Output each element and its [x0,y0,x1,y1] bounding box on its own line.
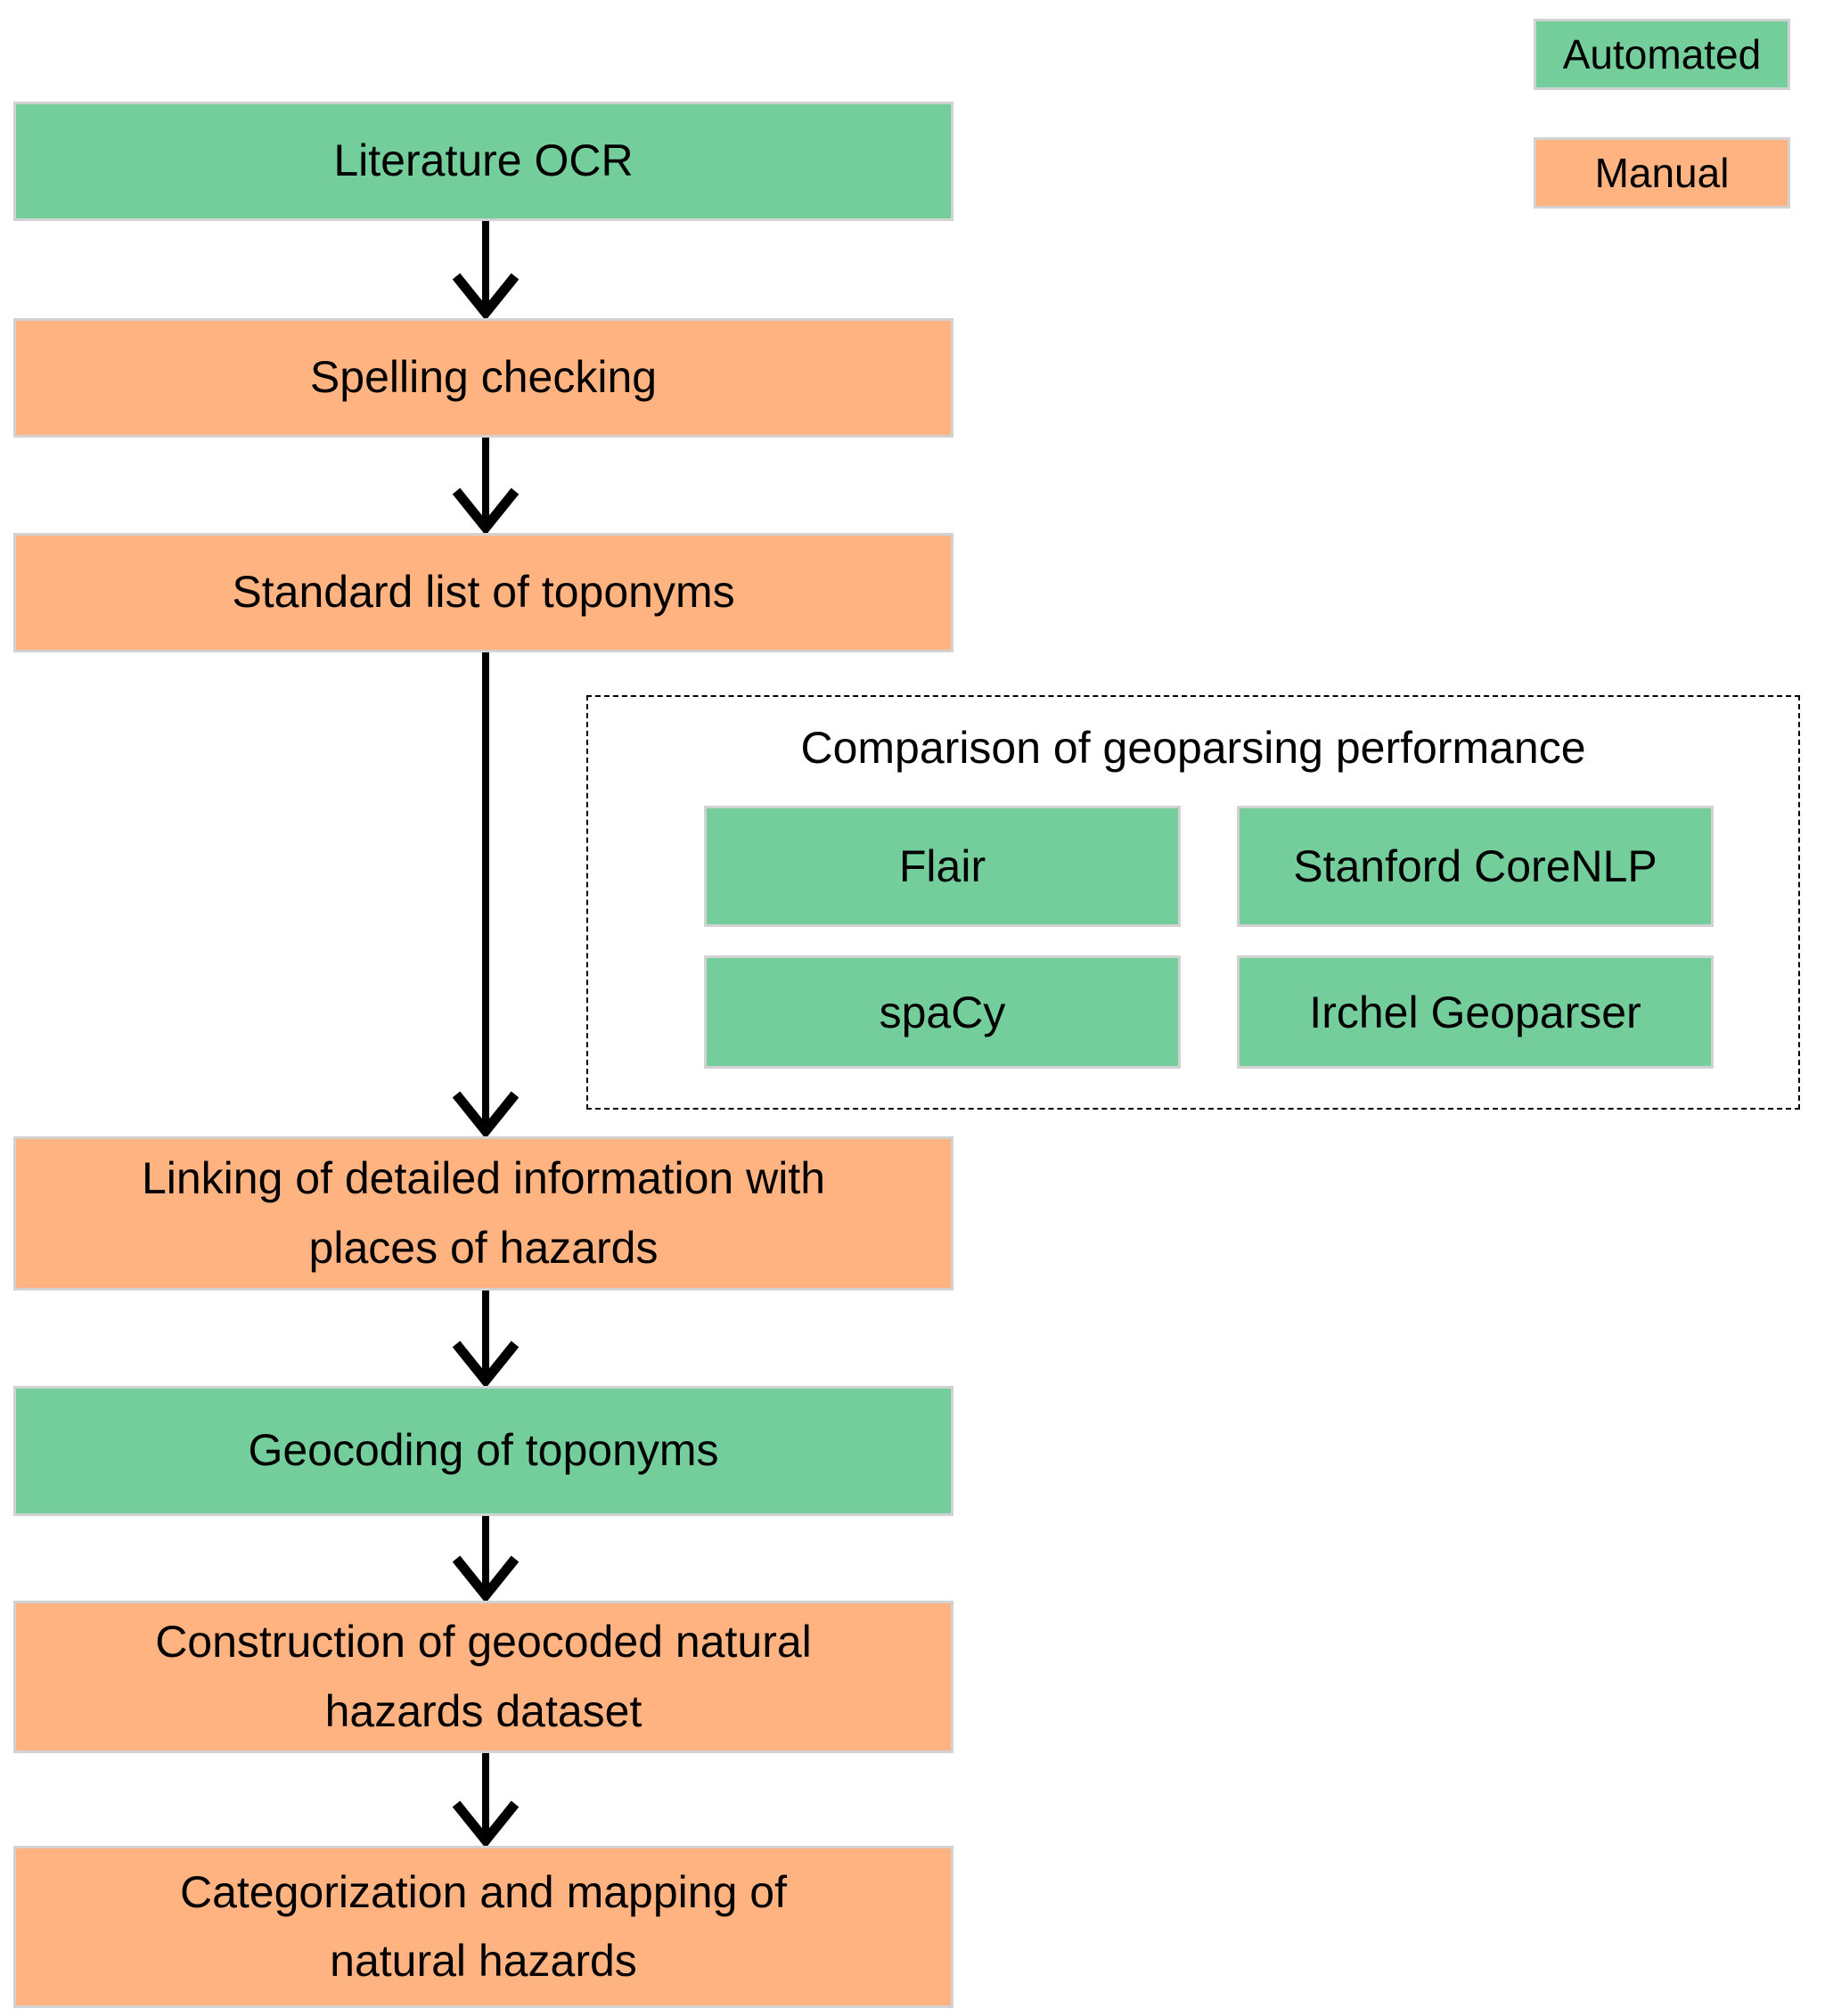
comparison-panel: Comparison of geoparsing performance Fla… [586,695,1800,1110]
down-arrow-icon [452,1291,520,1386]
flow-box-construction-dataset: Construction of geocoded natural hazards… [13,1601,953,1753]
flow-box-literature-ocr: Literature OCR [13,102,953,221]
tool-box-irchel-geoparser: Irchel Geoparser [1237,955,1714,1069]
down-arrow-icon [452,438,520,533]
legend-automated: Automated [1534,19,1790,90]
flow-box-categorization-mapping: Categorization and mapping of natural ha… [13,1846,953,2008]
down-arrow-icon [452,652,520,1136]
tool-box-spacy: spaCy [704,955,1181,1069]
comparison-panel-title: Comparison of geoparsing performance [800,723,1586,773]
flow-box-linking-information-places: Linking of detailed information with pla… [13,1136,953,1291]
tool-box-stanford-corenlp: Stanford CoreNLP [1237,806,1714,927]
flow-box-spelling-checking: Spelling checking [13,318,953,438]
flow-box-geocoding-of-toponyms: Geocoding of toponyms [13,1386,953,1516]
down-arrow-icon [452,221,520,318]
down-arrow-icon [452,1516,520,1601]
tool-box-flair: Flair [704,806,1181,927]
flow-box-standard-list-of-toponyms: Standard list of toponyms [13,533,953,652]
legend-manual: Manual [1534,137,1790,209]
down-arrow-icon [452,1753,520,1846]
